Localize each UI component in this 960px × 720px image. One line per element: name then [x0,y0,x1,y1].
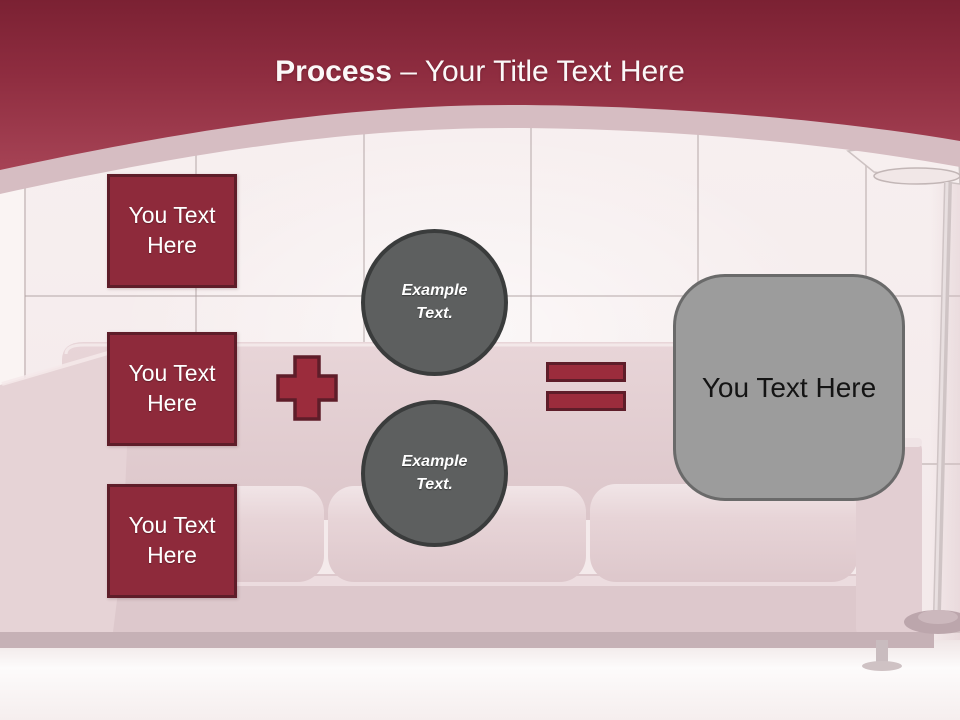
example-circle-2[interactable]: Example Text. [361,400,508,547]
process-box-1[interactable]: You Text Here [107,174,237,288]
equals-bar [546,362,626,382]
slide-title[interactable]: Process – Your Title Text Here [0,52,960,92]
title-text: – Your Title Text Here [400,55,685,88]
equals-icon [546,362,626,420]
result-box[interactable]: You Text Here [673,274,905,501]
plus-icon [276,355,338,421]
floor [0,640,960,720]
equals-bar [546,391,626,411]
process-box-3[interactable]: You Text Here [107,484,237,598]
process-box-2[interactable]: You Text Here [107,332,237,446]
example-circle-1[interactable]: Example Text. [361,229,508,376]
title-emphasis: Process [275,55,392,88]
wall-corner-line [24,105,26,640]
header-band [0,0,960,194]
header-band-red [0,0,960,170]
